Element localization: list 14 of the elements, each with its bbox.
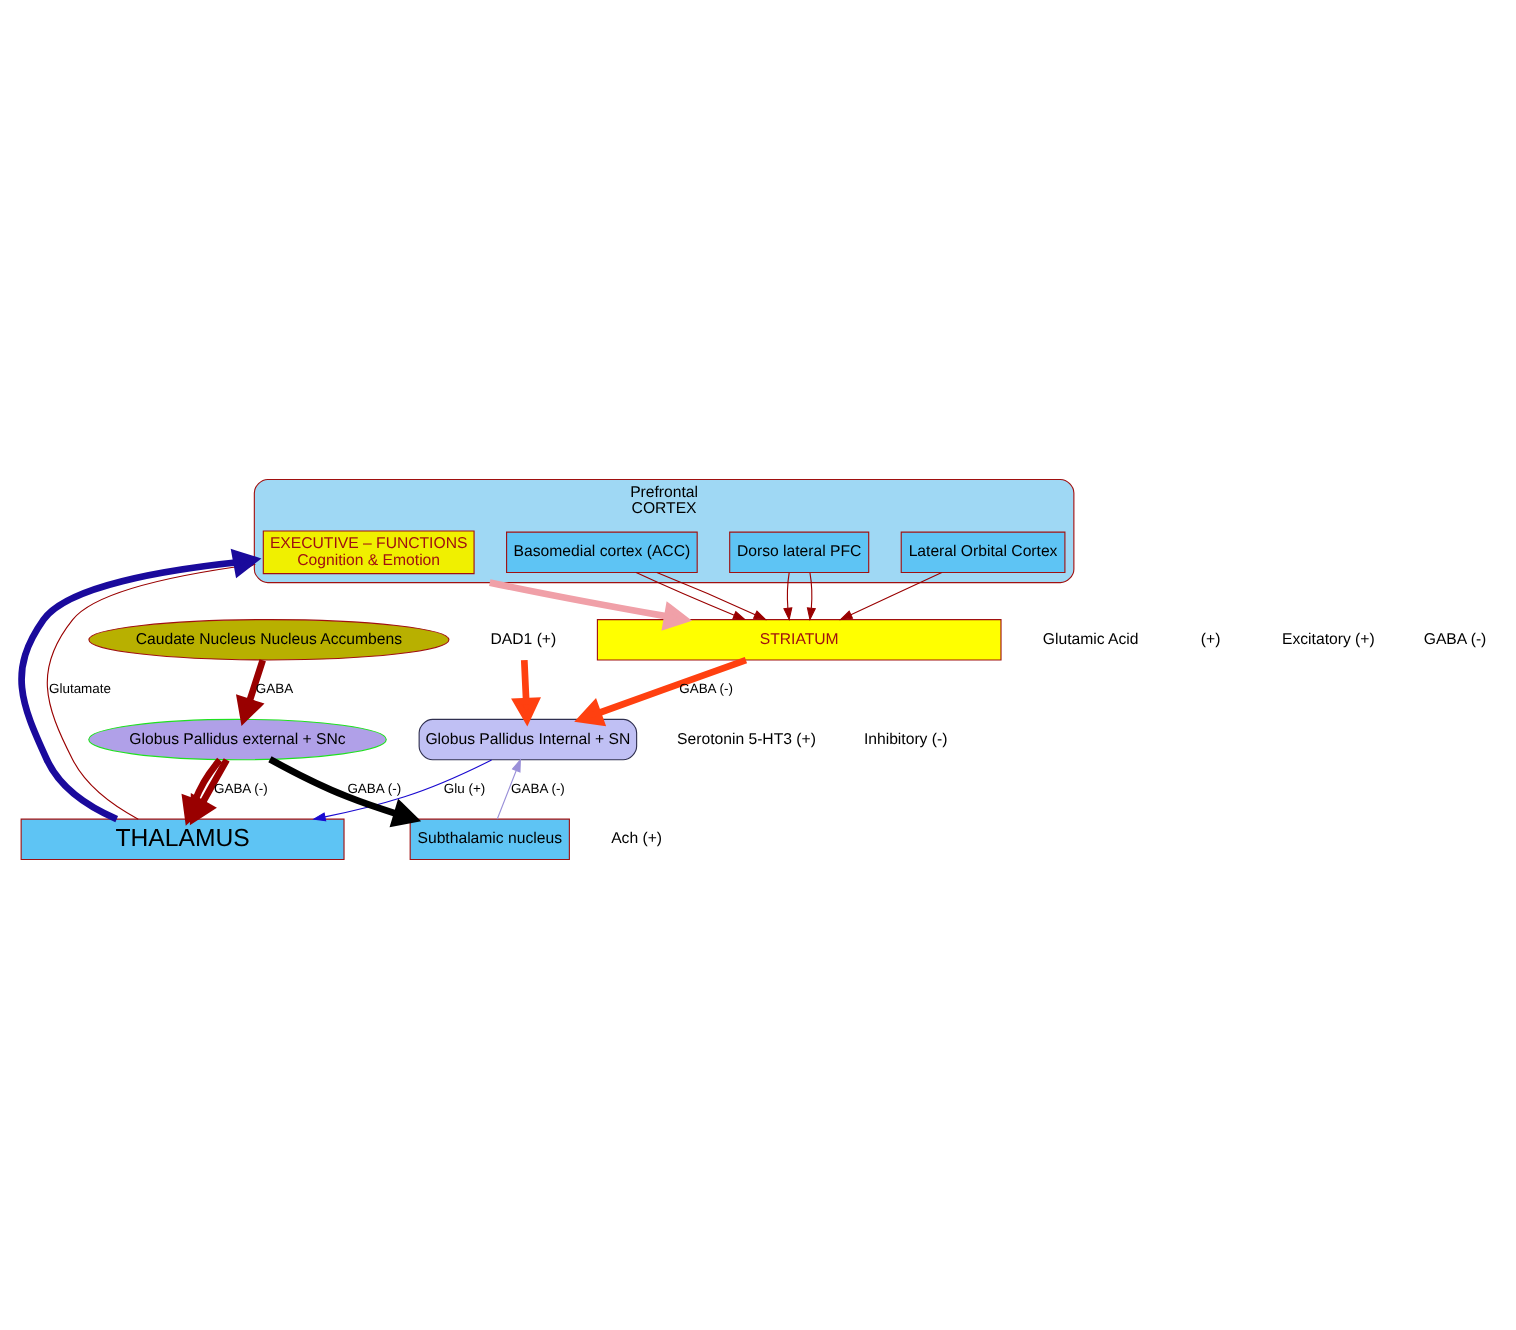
- arrow: [235, 659, 266, 727]
- arrow: [806, 572, 817, 622]
- arrow: [635, 572, 747, 621]
- arrow: [839, 572, 943, 621]
- arrow: [574, 656, 748, 727]
- arrow: [312, 759, 493, 822]
- node-box: THALAMUS: [20, 818, 345, 861]
- arrow: [496, 758, 521, 820]
- arrow: [656, 572, 767, 621]
- arrow: [511, 660, 541, 727]
- arrow: [489, 579, 693, 631]
- arrow: [268, 756, 422, 828]
- arrow: [18, 548, 262, 823]
- arrow: [783, 572, 793, 622]
